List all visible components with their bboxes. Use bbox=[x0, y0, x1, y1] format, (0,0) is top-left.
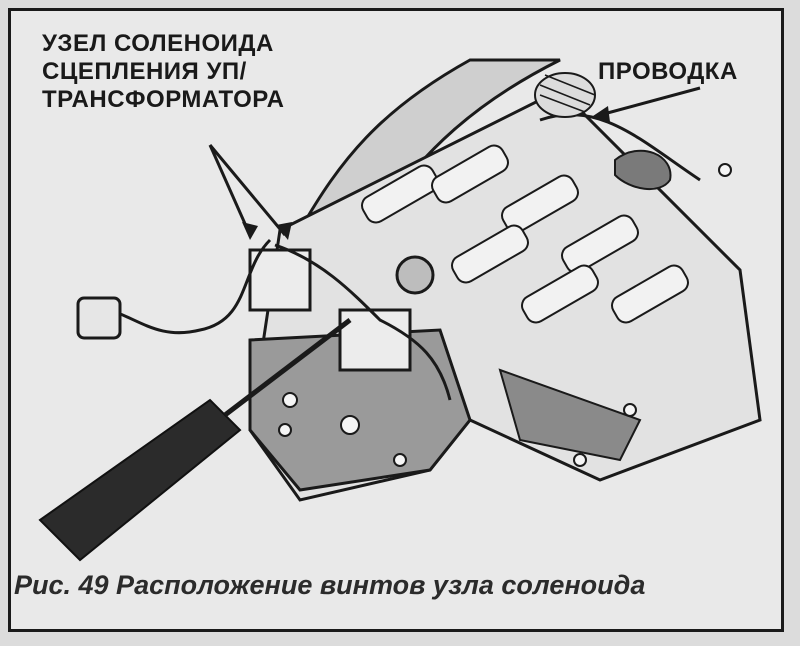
bolt-head bbox=[278, 423, 292, 437]
bolt-head bbox=[282, 392, 298, 408]
port-circle bbox=[395, 255, 435, 295]
solenoid-assembly-label: УЗЕЛ СОЛЕНОИДА СЦЕПЛЕНИЯ УП/ ТРАНСФОРМАТ… bbox=[42, 30, 285, 114]
bolt-head bbox=[393, 453, 407, 467]
solenoid-block bbox=[248, 248, 312, 312]
transformer-block bbox=[338, 308, 412, 372]
valve-spool bbox=[361, 164, 439, 224]
screwdriver-handle bbox=[38, 398, 242, 562]
valve-spool bbox=[611, 264, 689, 324]
bolt-head bbox=[340, 415, 360, 435]
leader-line-wiring bbox=[599, 86, 701, 117]
bolt-head bbox=[573, 453, 587, 467]
connector-plug bbox=[76, 296, 122, 340]
bolt-head bbox=[623, 403, 637, 417]
valve-spool bbox=[431, 144, 509, 204]
arrow-head bbox=[242, 222, 258, 240]
leader-line-solenoid bbox=[208, 144, 287, 236]
valve-spool bbox=[451, 224, 529, 284]
leader-line-solenoid bbox=[208, 144, 252, 236]
valve-spool bbox=[521, 264, 599, 324]
separator-plate bbox=[248, 328, 472, 492]
screwdriver-shaft bbox=[223, 318, 352, 417]
solenoid-label-line-3: ТРАНСФОРМАТОРА bbox=[42, 86, 285, 113]
bolt-head bbox=[718, 163, 732, 177]
lower-plate bbox=[498, 368, 642, 462]
arrow-head bbox=[276, 222, 292, 240]
solenoid-label-line-1: УЗЕЛ СОЛЕНОИДА bbox=[42, 30, 274, 57]
valve-spool bbox=[501, 174, 579, 234]
wire-harness bbox=[109, 238, 272, 335]
wire-harness bbox=[274, 243, 452, 401]
figure-caption: Рис. 49 Расположение винтов узла соленои… bbox=[14, 570, 646, 600]
arrow-head bbox=[590, 106, 610, 122]
wiring-label: ПРОВОДКА bbox=[598, 58, 738, 85]
solenoid-label-line-2: СЦЕПЛЕНИЯ УП/ bbox=[42, 58, 247, 85]
valve-spool bbox=[561, 214, 639, 274]
hatching bbox=[539, 74, 596, 113]
wiring-clip bbox=[614, 149, 672, 191]
